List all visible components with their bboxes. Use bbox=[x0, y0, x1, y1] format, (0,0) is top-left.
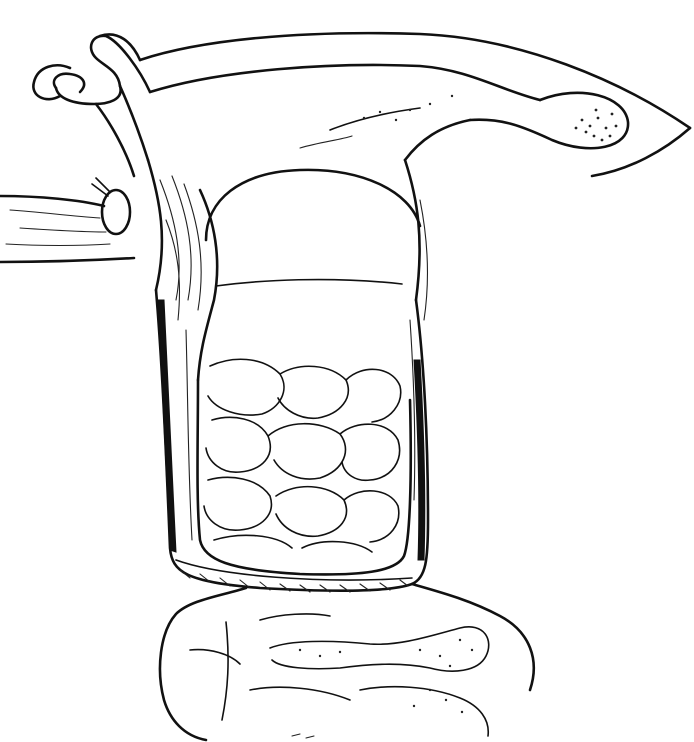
neck-walls bbox=[148, 160, 427, 380]
stones bbox=[204, 359, 401, 552]
ring-structure bbox=[92, 178, 130, 234]
dome bbox=[206, 170, 420, 286]
container bbox=[156, 290, 428, 592]
stippling bbox=[299, 95, 618, 713]
left-vessel bbox=[0, 196, 134, 262]
left-folded-tube bbox=[33, 34, 150, 176]
upper-curved-tube bbox=[140, 33, 690, 176]
lower-structure bbox=[160, 584, 534, 740]
